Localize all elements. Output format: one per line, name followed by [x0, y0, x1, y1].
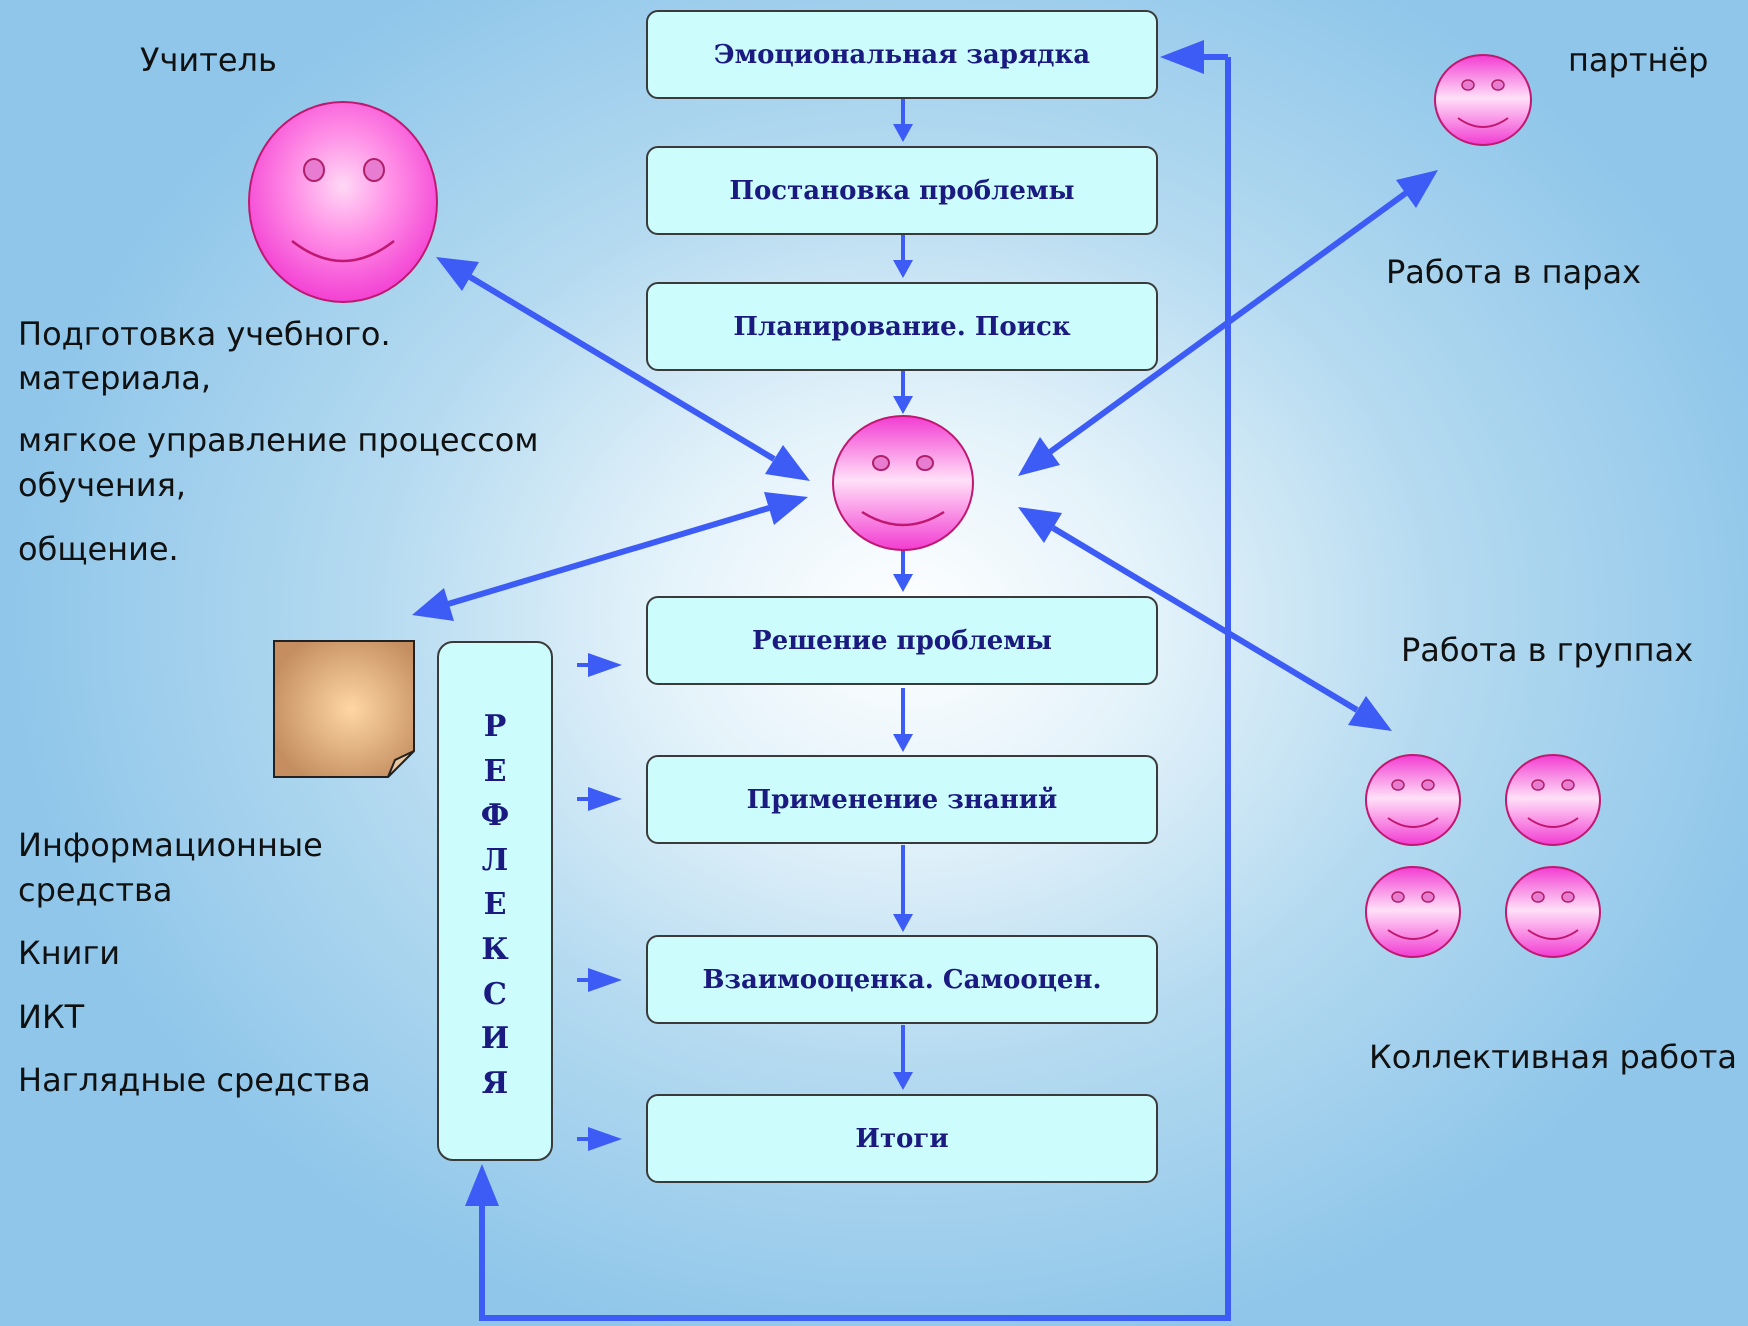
step-emotional-charge: Эмоциональная зарядка: [646, 10, 1158, 99]
teacher-text-line: мягкое управление процессом: [18, 421, 539, 459]
teacher-text-line: общение.: [18, 530, 179, 568]
teacher-text-line: материала,: [18, 359, 212, 397]
resources-text-line: Книги: [18, 934, 121, 972]
resources-text-line: ИКТ: [18, 998, 85, 1036]
step-planning-search: Планирование. Поиск: [646, 282, 1158, 371]
partner-face-icon: [1434, 54, 1532, 146]
reflection-letter: И: [480, 1021, 510, 1057]
reflection-letter: Р: [483, 709, 507, 744]
student-face-icon: [832, 415, 974, 551]
feedback-loop-arrow: [465, 40, 1231, 1321]
resources-text-line: Информационные: [18, 826, 323, 864]
teacher-face-icon: [248, 101, 438, 303]
group-face-icon: [1505, 754, 1601, 846]
reflection-letter: С: [483, 976, 507, 1012]
reflection-arrows: [577, 653, 622, 1151]
connection-arrows: [412, 170, 1438, 731]
reflection-letter: Е: [483, 887, 507, 923]
paper-note-icon: [273, 640, 415, 778]
step-peer-self-assessment: Взаимооценка. Самооцен.: [646, 935, 1158, 1024]
partner-label: партнёр: [1568, 41, 1709, 79]
group-face-icon: [1365, 754, 1461, 846]
groups-label: Работа в группах: [1401, 631, 1694, 669]
step-results: Итоги: [646, 1094, 1158, 1183]
resources-text-line: Наглядные средства: [18, 1061, 371, 1099]
collective-label: Коллективная работа: [1369, 1038, 1737, 1076]
group-face-icon: [1505, 866, 1601, 958]
reflection-letter: Л: [481, 842, 509, 878]
reflection-letter: Ф: [480, 798, 510, 834]
teacher-title: Учитель: [140, 41, 277, 79]
reflection-letter: Е: [483, 753, 507, 789]
step-problem-solving: Решение проблемы: [646, 596, 1158, 685]
flow-arrows: [893, 99, 913, 1090]
teacher-text-line: обучения,: [18, 466, 186, 504]
step-knowledge-application: Применение знаний: [646, 755, 1158, 844]
reflection-box: Р Е Ф Л Е К С И Я: [437, 641, 553, 1161]
resources-text-line: средства: [18, 871, 173, 909]
group-face-icon: [1365, 866, 1461, 958]
reflection-letter: Я: [481, 1065, 509, 1101]
reflection-letter: К: [481, 931, 509, 967]
step-problem-statement: Постановка проблемы: [646, 146, 1158, 235]
teacher-text-line: Подготовка учебного.: [18, 315, 391, 353]
pairs-label: Работа в парах: [1386, 253, 1642, 291]
